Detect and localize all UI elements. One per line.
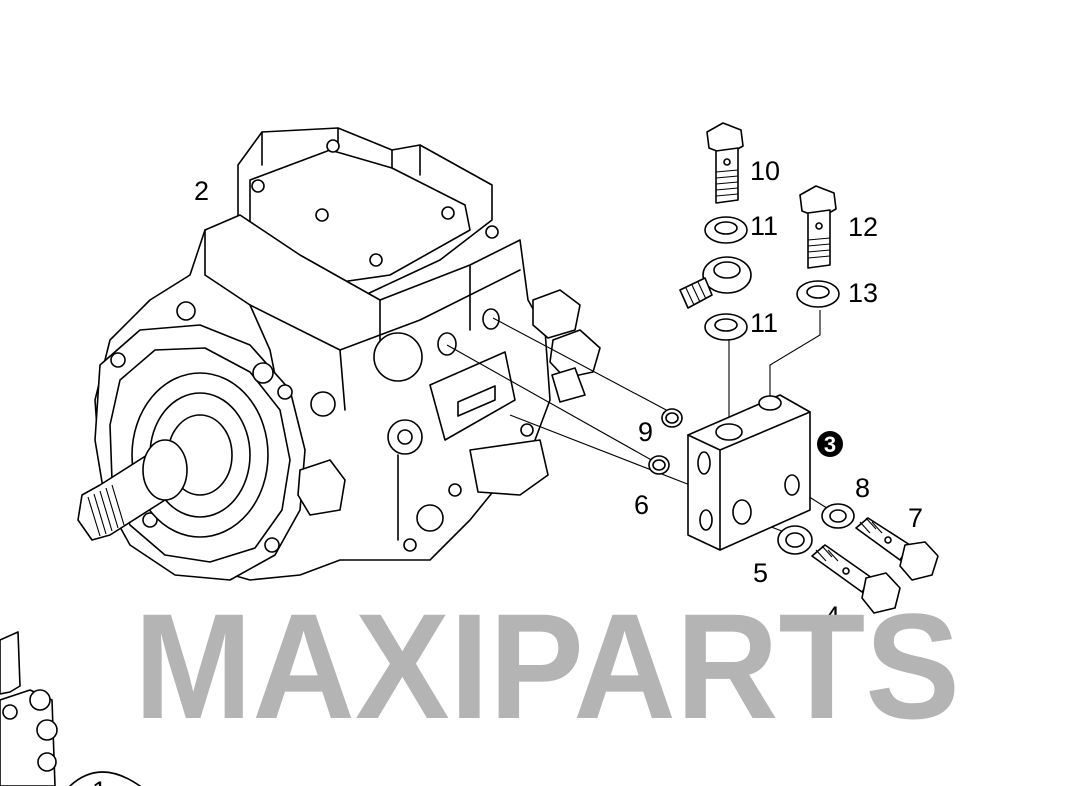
callout-11-top: 11 xyxy=(750,211,778,241)
callout-9: 9 xyxy=(638,417,653,447)
callout-6: 6 xyxy=(634,490,649,520)
o-ring-9 xyxy=(661,408,683,428)
callout-3: 3 xyxy=(824,432,836,457)
washer-8 xyxy=(821,503,855,529)
o-ring-6 xyxy=(648,455,670,475)
banjo-fitting xyxy=(679,256,752,309)
callout-4: 4 xyxy=(825,601,840,631)
hollow-screw-4 xyxy=(811,544,901,614)
washer-11-bottom xyxy=(704,313,748,341)
washer-11-top xyxy=(704,216,748,244)
adjacent-pump-fragment xyxy=(0,631,141,786)
callout-8: 8 xyxy=(855,473,870,503)
banjo-bolt-12 xyxy=(799,185,837,269)
watermark-text: MAXIPARTS xyxy=(134,582,960,750)
hollow-screw-7 xyxy=(855,517,939,581)
washer-5 xyxy=(777,525,813,555)
callout-3-badge xyxy=(817,431,843,457)
callout-2: 2 xyxy=(194,176,209,206)
callout-5: 5 xyxy=(753,558,768,588)
washer-13 xyxy=(796,280,840,308)
callout-10: 10 xyxy=(750,156,780,186)
callout-1: 1 xyxy=(92,776,107,786)
callout-7: 7 xyxy=(908,503,923,533)
banjo-bolt-10 xyxy=(706,122,744,204)
injection-pump-drawing xyxy=(77,127,601,581)
callout-12: 12 xyxy=(848,212,878,242)
callout-13: 13 xyxy=(848,278,878,308)
distributor-block-drawing xyxy=(687,394,811,551)
callout-11-bottom: 11 xyxy=(750,308,778,338)
